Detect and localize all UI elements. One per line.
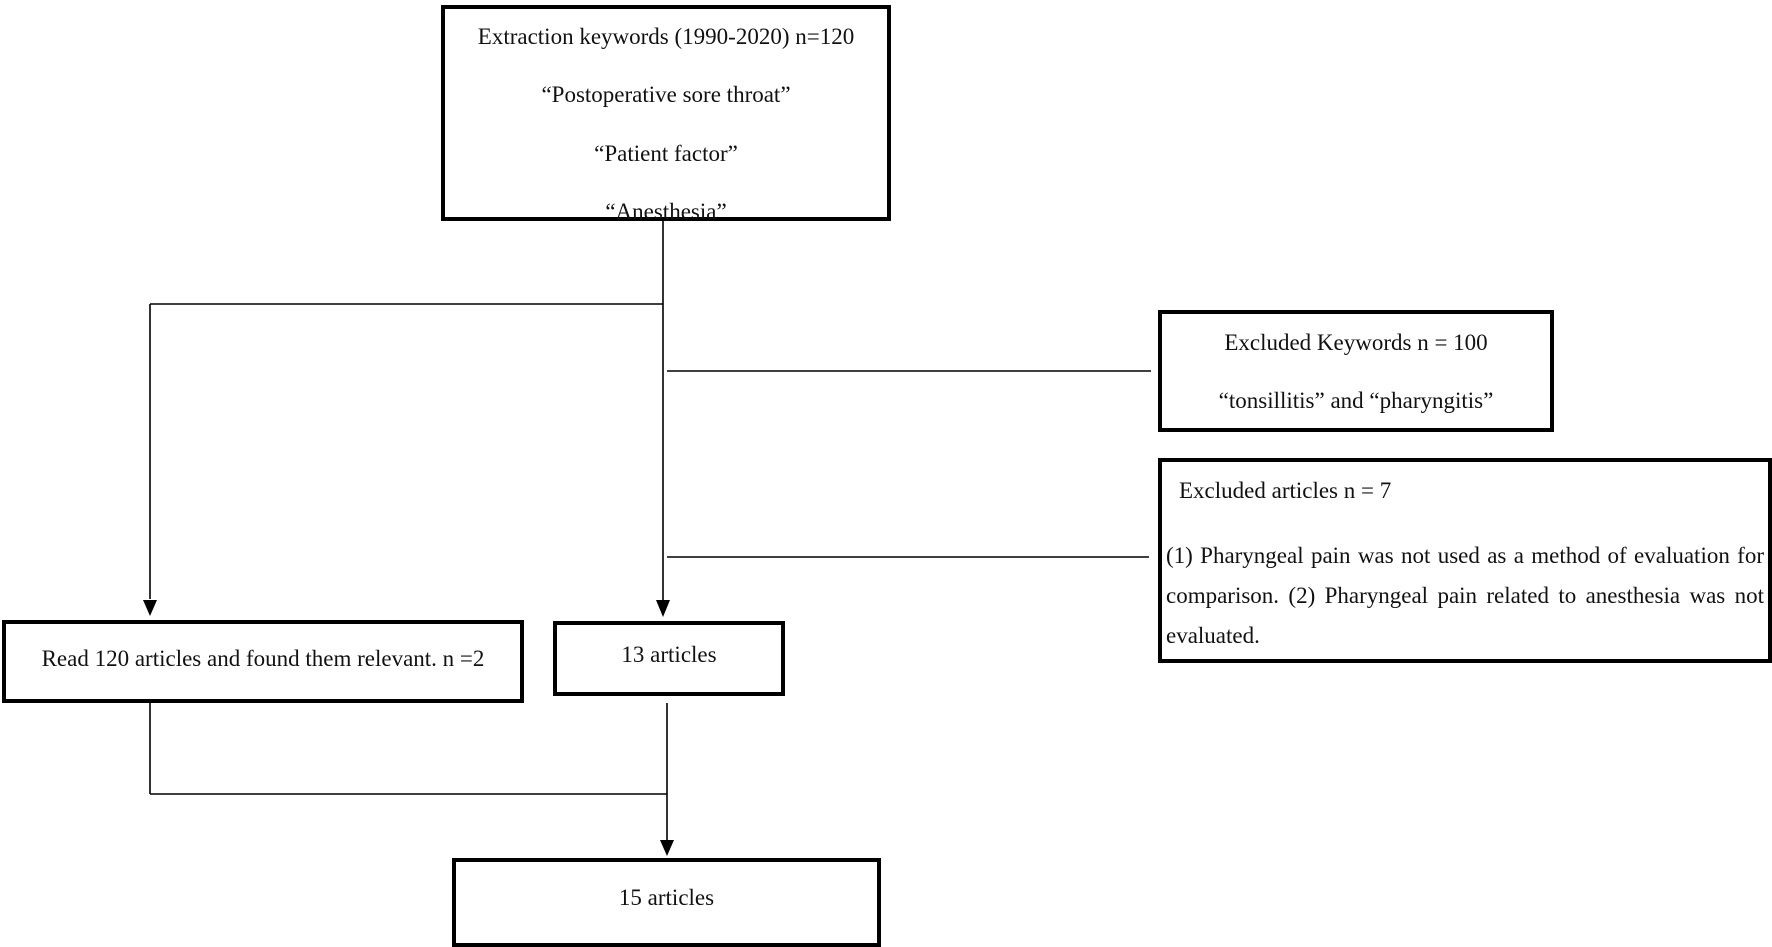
keyword-postoperative-sore-throat: “Postoperative sore throat” — [541, 82, 791, 107]
arrowhead-to-read-box — [143, 600, 157, 616]
excluded-articles-title: Excluded articles n = 7 — [1179, 478, 1392, 503]
extraction-title: Extraction keywords (1990-2020) n=120 — [477, 24, 855, 49]
fifteen-articles-box: 15 articles — [452, 858, 881, 947]
excluded-keywords-box: Excluded Keywords n = 100 “tonsillitis” … — [1158, 310, 1554, 432]
excluded-keywords-terms: “tonsillitis” and “pharyngitis” — [1218, 388, 1494, 413]
excluded-keywords-title: Excluded Keywords n = 100 — [1224, 330, 1488, 355]
excluded-articles-reasons: (1) Pharyngeal pain was not used as a me… — [1166, 543, 1764, 648]
keyword-patient-factor: “Patient factor” — [594, 141, 738, 166]
thirteen-articles-label: 13 articles — [621, 642, 717, 667]
read-articles-label: Read 120 articles and found them relevan… — [41, 646, 485, 671]
extraction-keywords-box: Extraction keywords (1990-2020) n=120 “P… — [441, 5, 891, 224]
arrowhead-to-13-box — [656, 600, 670, 617]
arrowhead-to-15-box — [660, 840, 674, 856]
fifteen-articles-label: 15 articles — [618, 885, 715, 910]
thirteen-articles-box: 13 articles — [553, 621, 785, 696]
read-articles-box: Read 120 articles and found them relevan… — [2, 620, 524, 703]
keyword-anesthesia: “Anesthesia” — [605, 199, 727, 224]
excluded-articles-box: Excluded articles n = 7 (1) Pharyngeal p… — [1158, 458, 1772, 663]
